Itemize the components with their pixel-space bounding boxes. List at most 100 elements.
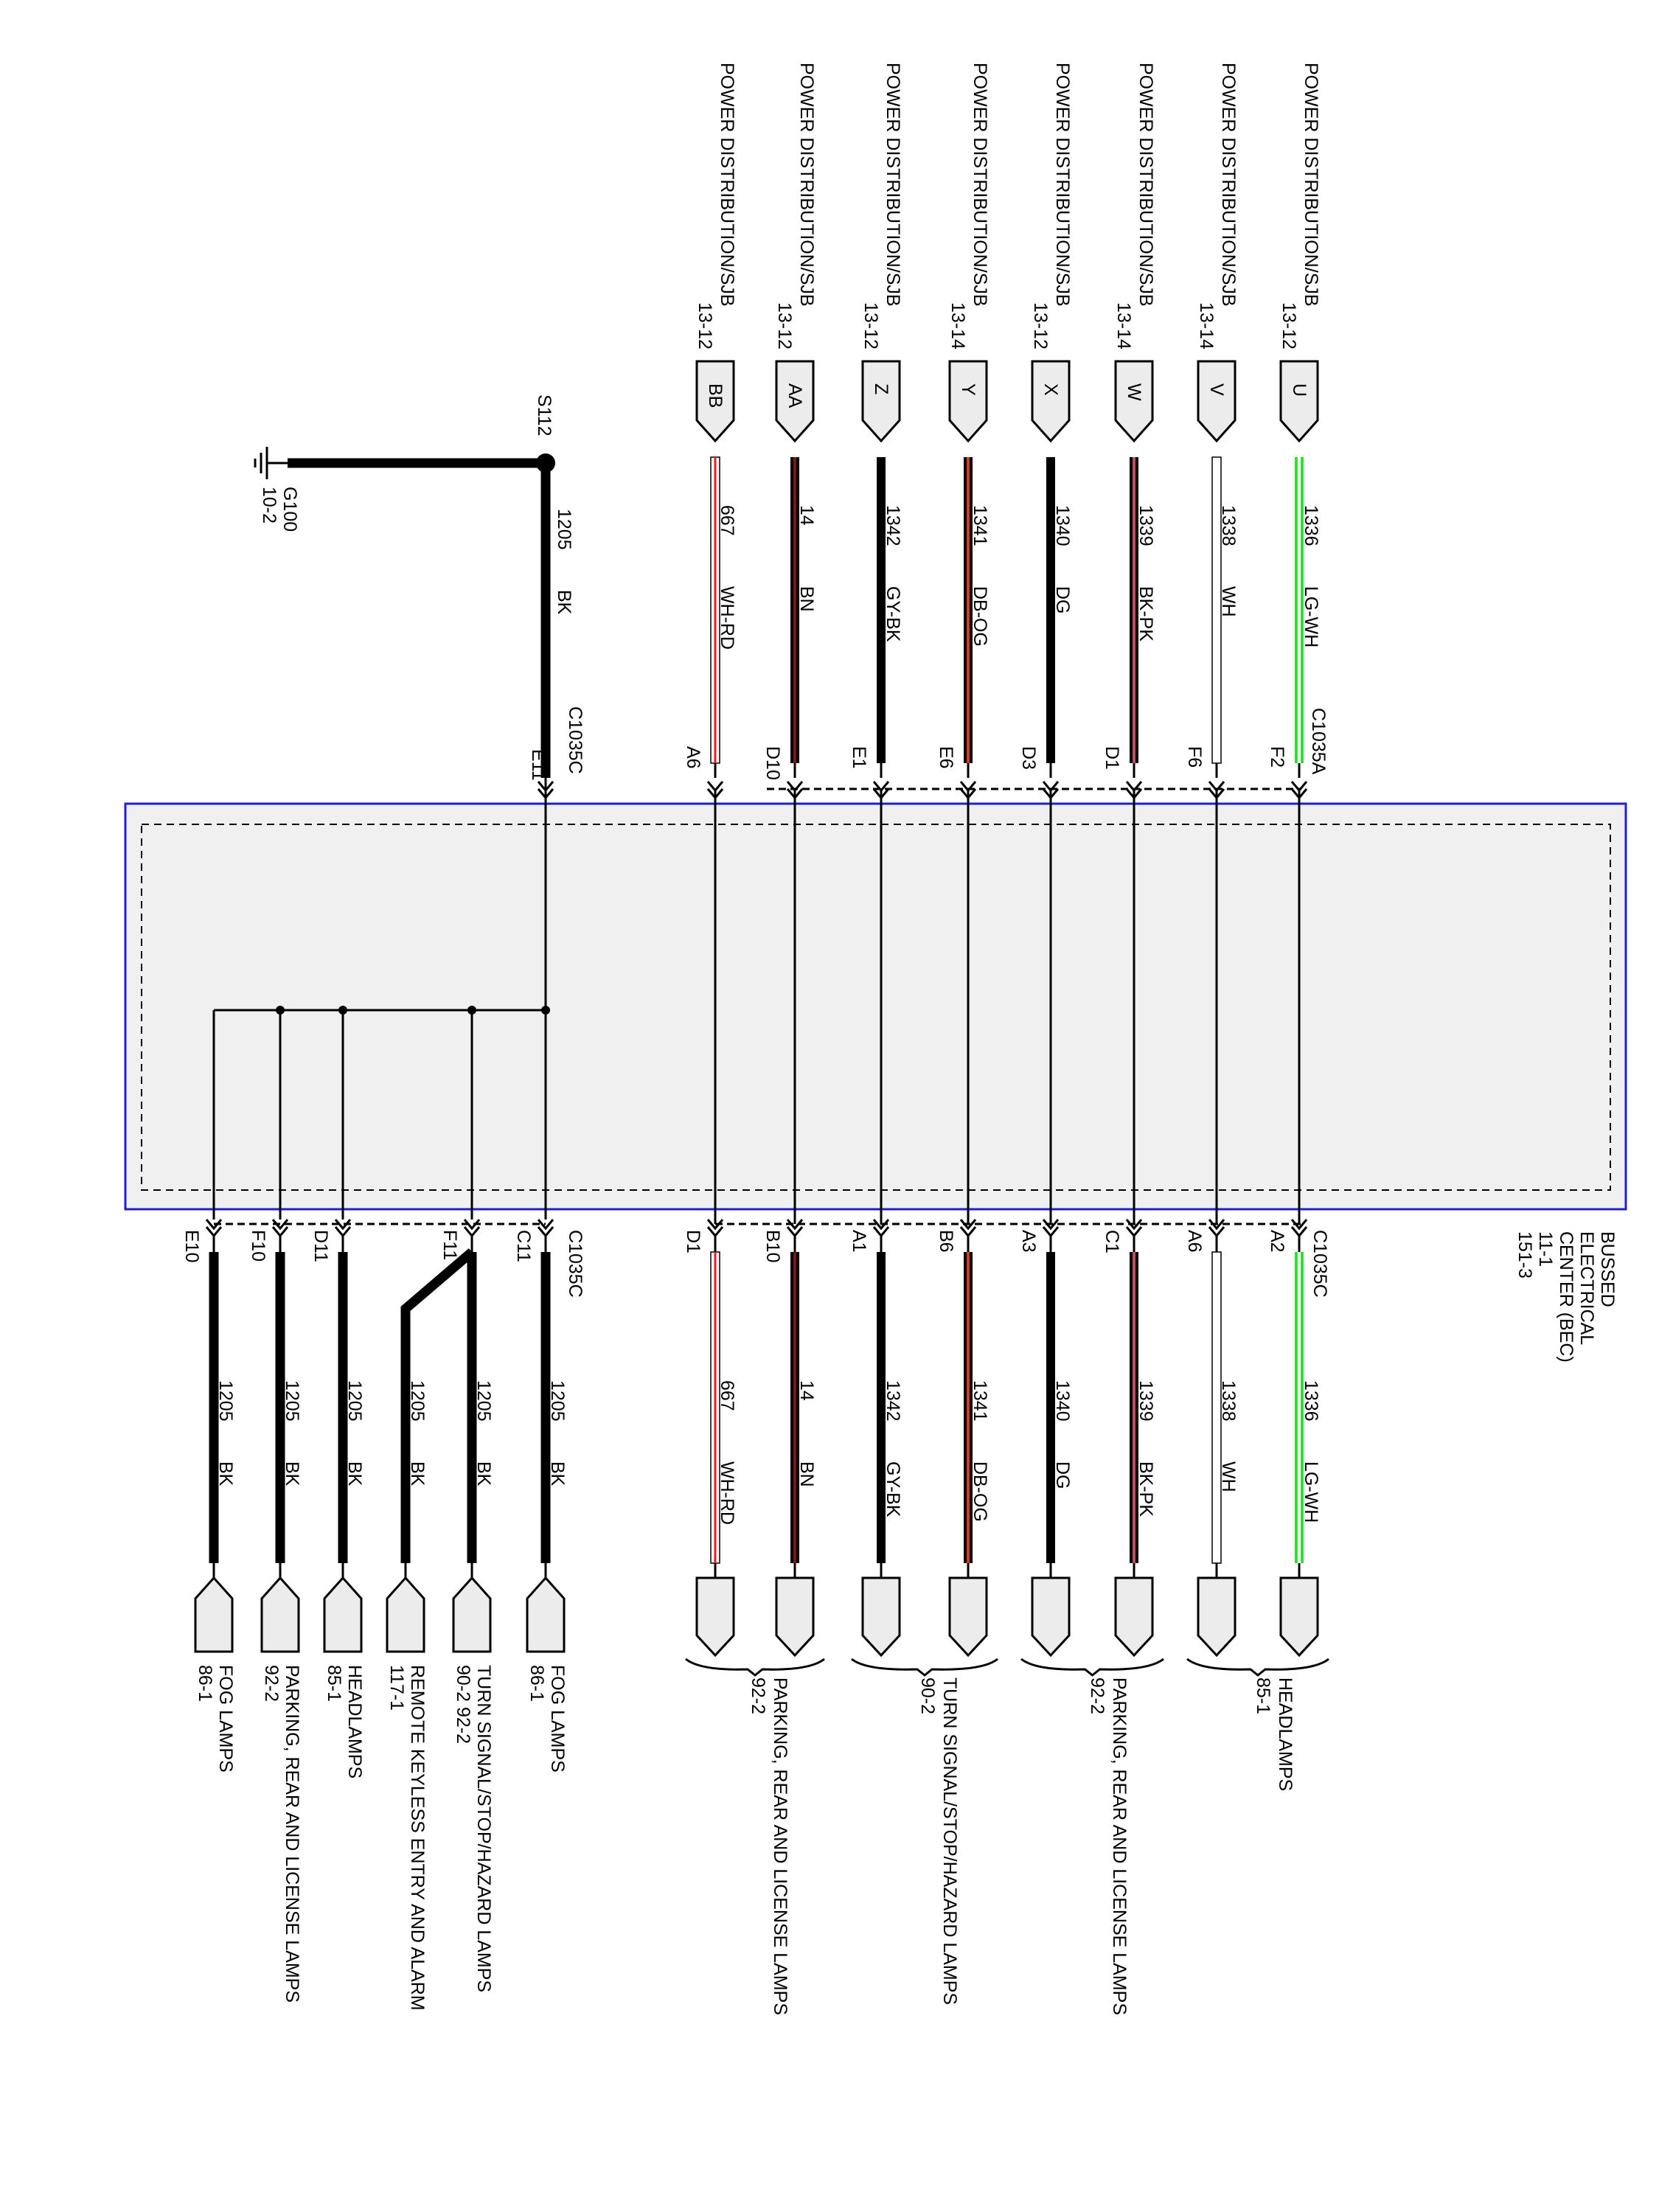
wire-circuit-number: 1342 (883, 505, 903, 546)
ground-circuit: S112 G100 10-2 1205 BK C1035C E11 (254, 394, 585, 1010)
bottom-pin-label: A6 (1184, 1230, 1205, 1253)
wire-color-code: DG (1052, 1461, 1073, 1489)
connector-c1035c-bottom-left-label: C1035C (565, 1230, 585, 1298)
power-distribution-ref: 13-12 (695, 302, 715, 349)
destination-connector (775, 1576, 815, 1658)
ground-wire-circuit: 1205 (344, 1380, 365, 1422)
power-distribution-ref: 13-14 (1113, 302, 1134, 349)
top-pin-label: E1 (849, 746, 869, 769)
bottom-pin-label: A2 (1267, 1230, 1287, 1253)
destination-connector (1114, 1576, 1154, 1658)
destination-bracket (1020, 1658, 1164, 1677)
upper-wires-group: 667WH-RDA6D1667WH-RD14BND10B1014BN1342GY… (683, 456, 1321, 1658)
ground-destination-connector (526, 1576, 566, 1653)
wire-circuit-number: 1338 (1218, 1380, 1239, 1422)
destination-connector (948, 1576, 988, 1658)
ground-circuit-color: BK (554, 590, 574, 615)
wire-color-code: LG-WH (1301, 586, 1321, 647)
destination-connector (1197, 1576, 1237, 1658)
top-pin-label: F2 (1267, 746, 1287, 768)
bec-module-outer (124, 802, 1627, 1211)
wire-circuit-number: 1340 (1052, 1380, 1073, 1422)
ground-g100-label: G100 (279, 487, 300, 532)
wire-color-code: GY-BK (883, 1461, 903, 1517)
power-distribution-ref: 13-12 (774, 302, 795, 349)
ground-wire-circuit: 1205 (215, 1380, 236, 1422)
wire-circuit-number: 14 (796, 505, 817, 526)
ground-wire-color: BK (473, 1461, 494, 1486)
wire-color-code: WH (1218, 1461, 1239, 1492)
wire-color-code: DG (1052, 586, 1073, 614)
power-distribution-label: POWER DISTRIBUTION/SJB (717, 63, 737, 307)
power-distribution-ref: 13-12 (1030, 302, 1051, 349)
wire-circuit-number: 1336 (1301, 1380, 1321, 1422)
ground-pin-label: D11 (310, 1230, 331, 1262)
destination-label: TURN SIGNAL/STOP/HAZARD LAMPS (939, 1677, 960, 2005)
power-distribution-connector (861, 360, 901, 443)
ground-destination-label: FOG LAMPS (547, 1665, 568, 1773)
destination-label: PARKING, REAR AND LICENSE LAMPS (770, 1677, 790, 2015)
power-distribution-ref: 13-14 (1196, 302, 1217, 349)
power-distribution-label: POWER DISTRIBUTION/SJB (1301, 63, 1321, 307)
power-distribution-connector (1197, 360, 1237, 443)
ground-destination-label: FOG LAMPS (215, 1665, 236, 1773)
ground-destination-label: PARKING, REAR AND LICENSE LAMPS (282, 1665, 302, 2003)
ground-destination-connector (260, 1576, 300, 1653)
splice-s112-dot (536, 453, 555, 473)
power-distribution-letter: Z (871, 383, 891, 394)
ground-wire-circuit: 1205 (473, 1380, 494, 1422)
top-pin-label: E6 (936, 746, 956, 769)
power-distribution-connector (948, 360, 988, 443)
wire-circuit-number: 1342 (883, 1380, 903, 1422)
connector-c1035c-bottom-right-label: C1035C (1310, 1230, 1330, 1298)
ground-wire-color: BK (344, 1461, 365, 1486)
ground-destination-ref: 92-2 (261, 1665, 282, 1702)
top-pin-label: D1 (1102, 746, 1122, 770)
power-distribution-letter: V (1206, 383, 1227, 396)
bec-label: BUSSED ELECTRICAL CENTER (BEC) 11-1 151-… (1514, 1231, 1618, 1363)
destination-ref: 85-1 (1253, 1677, 1273, 1714)
top-pin-label: D10 (762, 746, 783, 780)
wire-circuit-number: 1340 (1052, 505, 1073, 546)
destination-bracket (1186, 1658, 1329, 1677)
wire-color-code: BK-PK (1135, 586, 1156, 641)
ground-wire-circuit: 1205 (282, 1380, 302, 1422)
ground-wire-circuit: 1205 (547, 1380, 568, 1422)
power-distribution-label: POWER DISTRIBUTION/SJB (1135, 63, 1156, 307)
power-distribution-connector (1031, 360, 1071, 443)
destination-ref: 90-2 (917, 1677, 938, 1714)
connector-c1035c-top-label: C1035C (565, 706, 585, 774)
power-distribution-ref: 13-12 (1279, 302, 1299, 349)
power-distribution-connector (1279, 360, 1319, 443)
ground-destination-ref: 86-1 (526, 1665, 547, 1702)
bec-ref-2: 151-3 (1514, 1231, 1535, 1279)
power-distribution-label: POWER DISTRIBUTION/SJB (796, 63, 817, 307)
destination-bracket (685, 1658, 825, 1677)
destination-connector (1031, 1576, 1071, 1658)
top-pin-label: F6 (1184, 746, 1205, 768)
bottom-pin-label: B10 (762, 1230, 783, 1262)
destination-ref: 92-2 (748, 1677, 768, 1714)
power-distribution-label: POWER DISTRIBUTION/SJB (883, 63, 903, 307)
wire-color-code: LG-WH (1301, 1461, 1321, 1523)
ground-wire-color: BK (547, 1461, 568, 1486)
power-distribution-letter: W (1124, 383, 1144, 401)
ground-symbol-icon (254, 447, 289, 479)
wire-circuit-number: 14 (796, 1380, 817, 1401)
ground-circuit-number: 1205 (554, 509, 574, 550)
bottom-pin-label: A3 (1018, 1230, 1039, 1253)
ground-destination-ref: 86-1 (195, 1665, 215, 1702)
wire-color-code: DB-OG (970, 1461, 990, 1522)
wire-color-code: WH-RD (717, 586, 737, 650)
bec-label-line2: ELECTRICAL (1576, 1231, 1597, 1345)
